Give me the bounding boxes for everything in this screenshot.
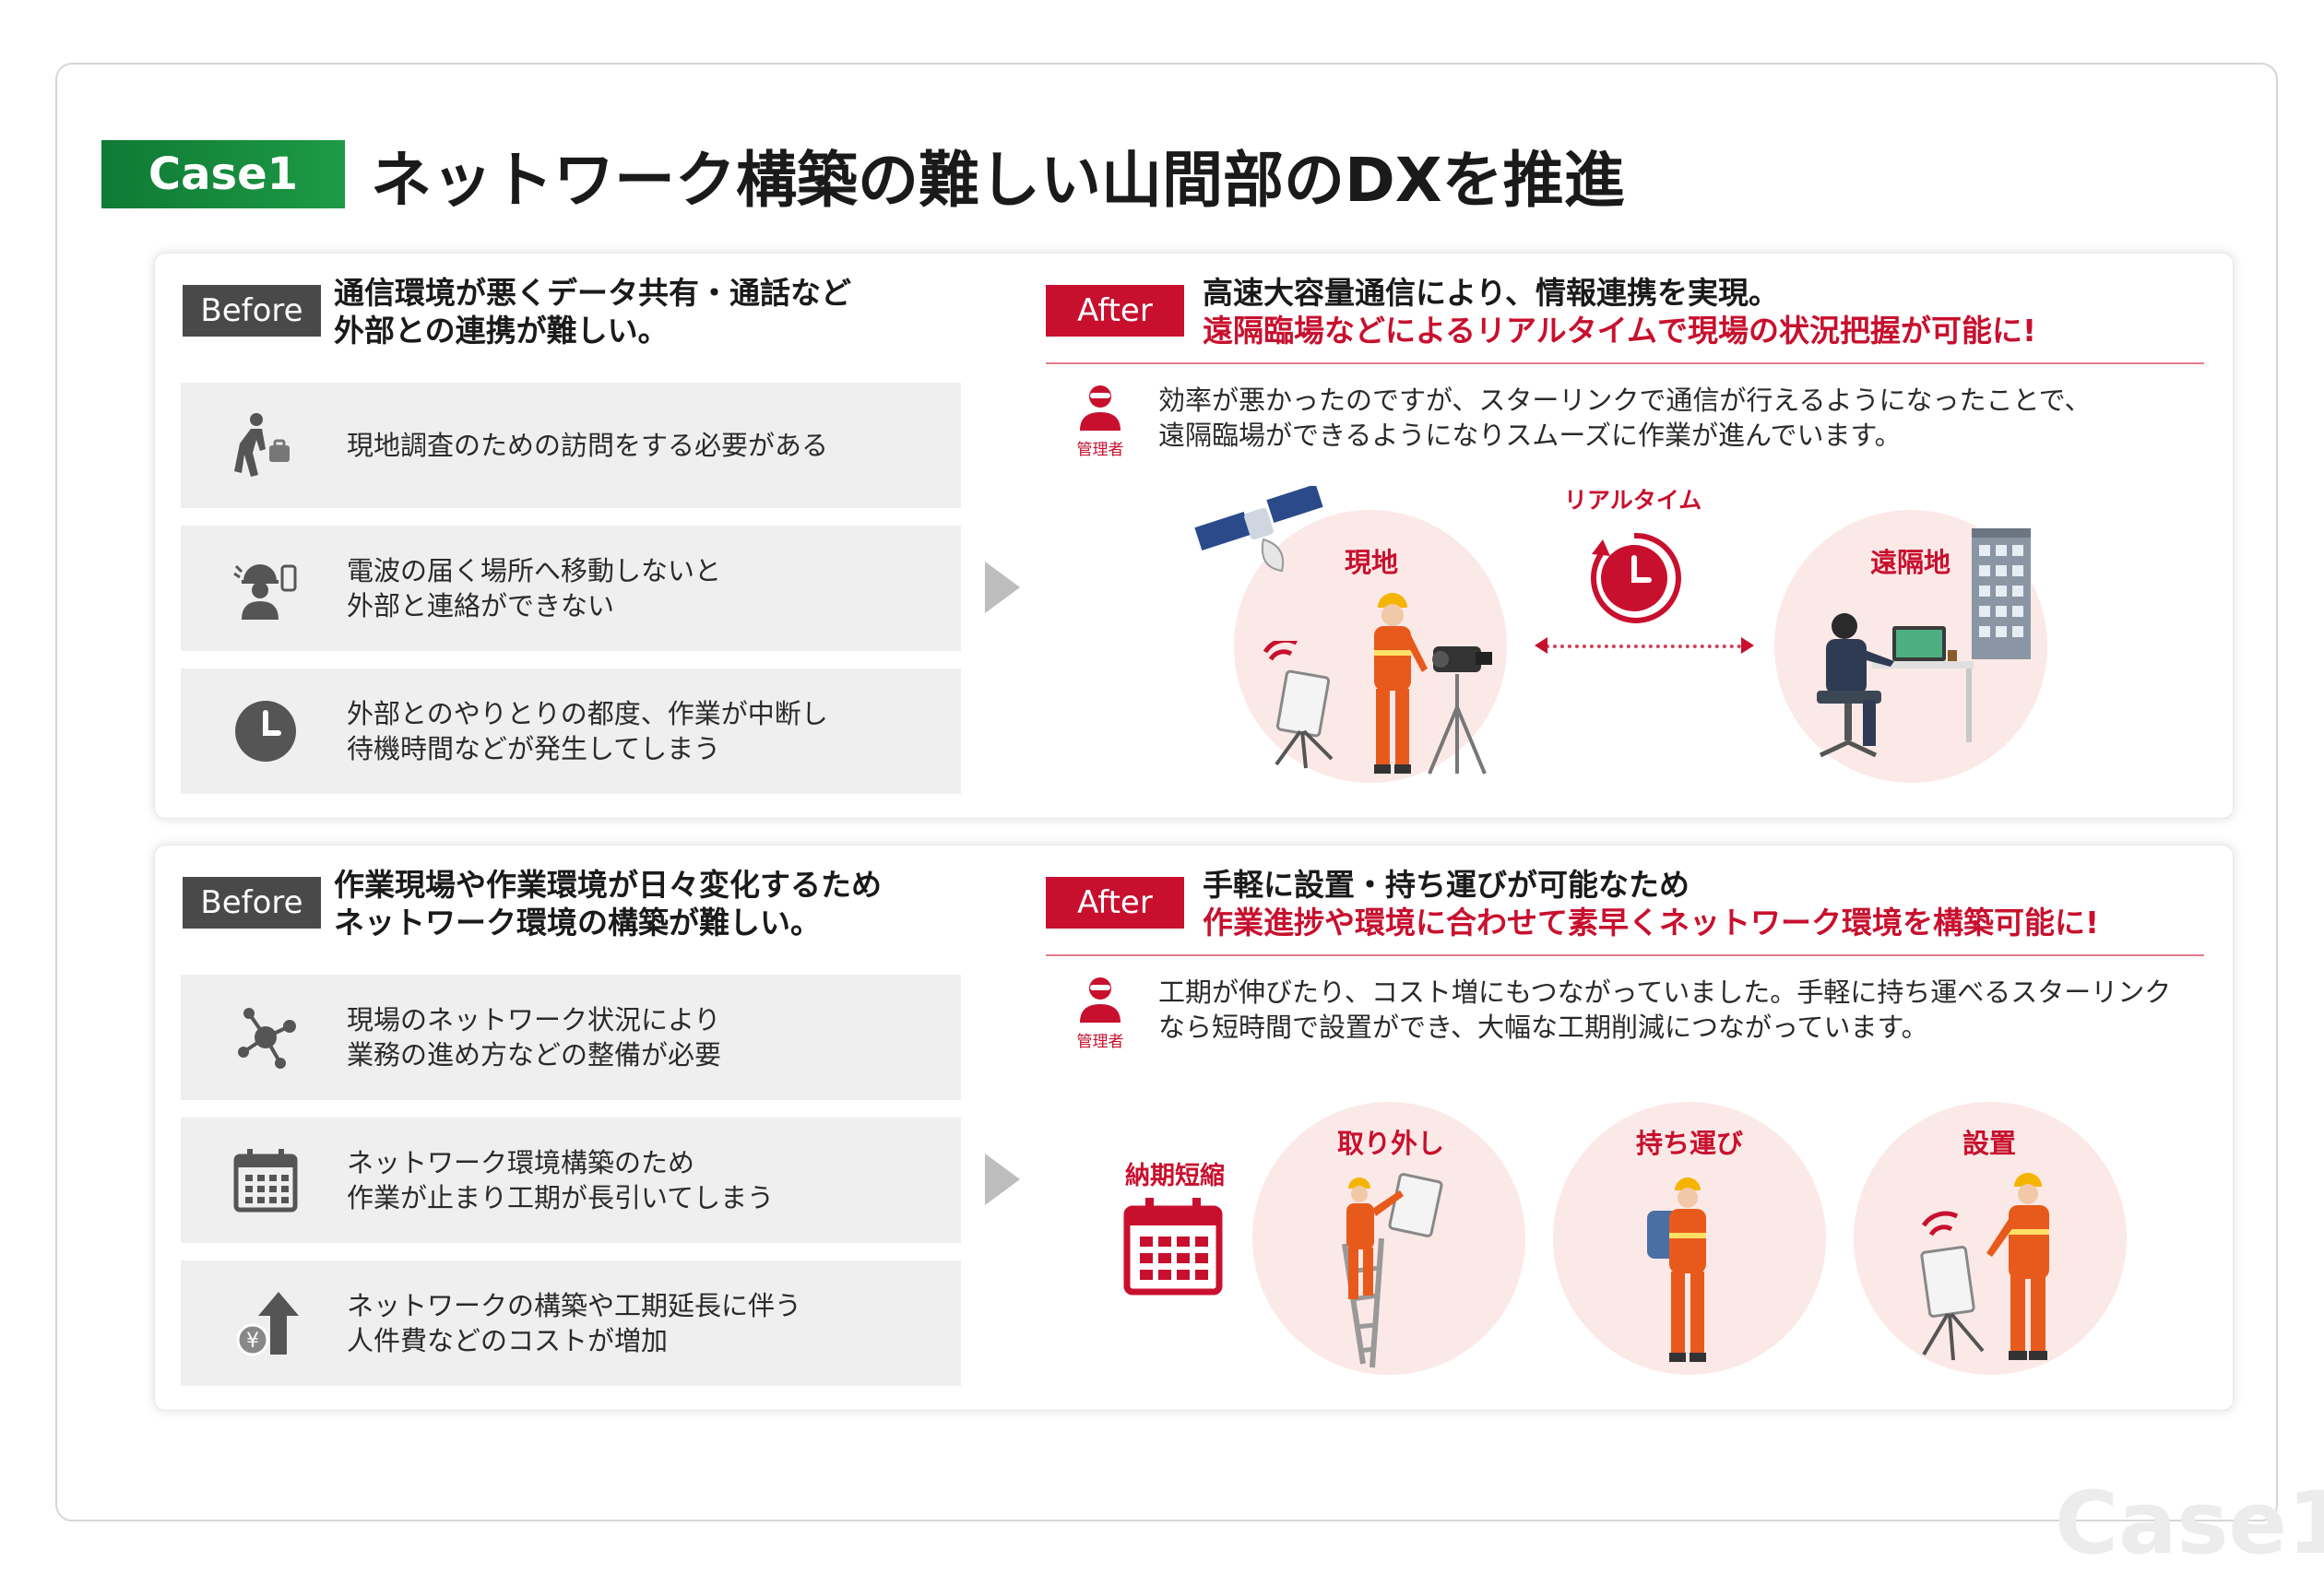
connection-dots bbox=[1538, 645, 1741, 648]
office-building-icon bbox=[1972, 528, 2031, 659]
divider bbox=[1046, 954, 2204, 956]
before-item-text: 電波の届く場所へ移動しないと 外部と連絡ができない bbox=[347, 526, 721, 651]
manager-icon bbox=[1080, 977, 1120, 1023]
camera-tripod-icon bbox=[1428, 646, 1492, 775]
install-circle bbox=[1854, 1102, 2127, 1375]
walking-person-icon bbox=[234, 413, 290, 477]
realtime-label: リアルタイム bbox=[1564, 487, 1702, 514]
remove-circle bbox=[1252, 1102, 1525, 1375]
manager-quote: 工期が伸びたり、コスト増にもつながっていました。手軽に持ち運べるスターリンク な… bbox=[1158, 975, 2171, 1045]
divider bbox=[1046, 362, 2204, 364]
before-heading-line: 通信環境が悪くデータ共有・通話など bbox=[334, 275, 851, 311]
before-item: 現地調査のための訪問をする必要がある bbox=[181, 383, 961, 508]
triangle-arrow-icon bbox=[985, 1154, 1020, 1205]
manager-quote: 効率が悪かったのですが、スターリンクで通信が行えるようになったことで、 遠隔臨場… bbox=[1158, 383, 2092, 453]
before-item-text: ネットワーク環境構築のため 作業が止まり工期が長引いてしまう bbox=[347, 1118, 774, 1243]
before-item: ネットワーク環境構築のため 作業が止まり工期が長引いてしまう bbox=[181, 1118, 961, 1243]
calendar-red-icon bbox=[1123, 1198, 1223, 1296]
before-item: ¥ ネットワークの構築や工期延長に伴う 人件費などのコストが増加 bbox=[181, 1260, 961, 1386]
case-watermark: Case1 bbox=[2055, 1473, 2324, 1574]
before-item-text: 現場のネットワーク状況により 業務の進め方などの整備が必要 bbox=[347, 975, 721, 1100]
install-worker-figure bbox=[1920, 1173, 2049, 1361]
before-heading: 作業現場や作業環境が日々変化するため ネットワーク環境の構築が難しい。 bbox=[334, 866, 882, 941]
before-item-text: ネットワークの構築や工期延長に伴う 人件費などのコストが増加 bbox=[347, 1260, 801, 1386]
before-tag: Before bbox=[183, 285, 321, 337]
card-frame bbox=[55, 63, 2278, 1521]
quote-line: 遠隔臨場ができるようになりスムーズに作業が進んでいます。 bbox=[1158, 420, 1902, 451]
quote-line: なら短時間で設置ができ、大幅な工期削減につながっています。 bbox=[1158, 1012, 1928, 1043]
network-nodes-icon bbox=[238, 1008, 296, 1069]
site-worker-figure bbox=[1374, 593, 1428, 774]
after-heading-line: 高速大容量通信により、情報連携を実現。 bbox=[1203, 275, 1780, 311]
section-network-setup: Before 作業現場や作業環境が日々変化するため ネットワーク環境の構築が難し… bbox=[154, 845, 2234, 1411]
remove-worker-figure bbox=[1342, 1173, 1443, 1368]
item-line: 人件費などのコストが増加 bbox=[347, 1325, 669, 1356]
item-line: 待機時間などが発生してしまう bbox=[347, 733, 721, 764]
quote-line: 工期が伸びたり、コスト増にもつながっていました。手軽に持ち運べるスターリンク bbox=[1158, 976, 2172, 1008]
manager-badge: 管理者 bbox=[1068, 975, 1132, 1051]
item-line: 業務の進め方などの整備が必要 bbox=[347, 1039, 722, 1071]
item-line: 電波の届く場所へ移動しないと bbox=[347, 555, 722, 586]
after-tag: After bbox=[1046, 877, 1184, 929]
carry-label: 持ち運び bbox=[1636, 1128, 1744, 1159]
remove-label: 取り外し bbox=[1337, 1128, 1445, 1159]
left-arrowhead-icon bbox=[1535, 637, 1547, 654]
quote-line: 効率が悪かったのですが、スターリンクで通信が行えるようになったことで、 bbox=[1158, 385, 2092, 416]
starlink-dish-icon bbox=[1263, 641, 1334, 769]
realtime-clock-icon bbox=[1590, 532, 1681, 623]
install-label: 設置 bbox=[1962, 1128, 2017, 1159]
manager-label: 管理者 bbox=[1076, 441, 1124, 459]
remote-worker-desk-figure bbox=[1817, 613, 1974, 758]
manager-label: 管理者 bbox=[1076, 1033, 1124, 1051]
carry-worker-figure bbox=[1647, 1178, 1706, 1362]
worker-phone-icon bbox=[233, 564, 297, 620]
item-line: 現場のネットワーク状況により bbox=[347, 1004, 721, 1036]
manager-badge: 管理者 bbox=[1068, 383, 1132, 459]
before-item-text: 外部とのやりとりの都度、作業が中断し 待機時間などが発生してしまう bbox=[347, 669, 828, 794]
after-heading-highlight: 遠隔臨場などによるリアルタイムで現場の状況把握が可能に! bbox=[1203, 313, 2037, 349]
section-communication: Before 通信環境が悪くデータ共有・通話など 外部との連携が難しい。 現地調… bbox=[154, 253, 2234, 819]
remote-label: 遠隔地 bbox=[1870, 547, 1951, 578]
before-heading-line: 外部との連携が難しい。 bbox=[334, 313, 669, 349]
shorten-label: 納期短縮 bbox=[1125, 1162, 1225, 1190]
after-tag: After bbox=[1046, 285, 1184, 337]
item-line: ネットワークの構築や工期延長に伴う bbox=[347, 1290, 802, 1321]
before-item-text: 現地調査のための訪問をする必要がある bbox=[347, 383, 828, 508]
case-tag: Case1 bbox=[101, 140, 345, 208]
after-heading: 高速大容量通信により、情報連携を実現。 遠隔臨場などによるリアルタイムで現場の状… bbox=[1203, 274, 2036, 349]
before-item: 外部とのやりとりの都度、作業が中断し 待機時間などが発生してしまう bbox=[181, 669, 961, 794]
yen-symbol: ¥ bbox=[246, 1330, 259, 1353]
after-heading-highlight: 作業進捗や環境に合わせて素早くネットワーク環境を構築可能に! bbox=[1203, 905, 2100, 941]
right-arrowhead-icon bbox=[1741, 637, 1754, 654]
page-title: ネットワーク構築の難しい山間部のDXを推進 bbox=[371, 145, 1625, 216]
before-heading: 通信環境が悪くデータ共有・通話など 外部との連携が難しい。 bbox=[334, 274, 851, 349]
after-heading-line: 手軽に設置・持ち運びが可能なため bbox=[1203, 867, 1690, 903]
satellite-icon bbox=[1194, 486, 1323, 573]
item-line: 現地調査のための訪問をする必要がある bbox=[347, 430, 829, 461]
cost-up-icon: ¥ bbox=[236, 1292, 299, 1356]
triangle-arrow-icon bbox=[985, 562, 1020, 613]
before-item: 電波の届く場所へ移動しないと 外部と連絡ができない bbox=[181, 526, 961, 651]
before-heading-line: 作業現場や作業環境が日々変化するため bbox=[334, 867, 882, 903]
before-heading-line: ネットワーク環境の構築が難しい。 bbox=[334, 905, 821, 941]
item-line: ネットワーク環境構築のため bbox=[347, 1147, 695, 1178]
clock-icon bbox=[235, 701, 296, 762]
before-tag: Before bbox=[183, 877, 321, 929]
site-label: 現地 bbox=[1345, 547, 1399, 578]
item-line: 作業が止まり工期が長引いてしまう bbox=[347, 1182, 775, 1213]
manager-icon bbox=[1080, 385, 1120, 431]
calendar-icon bbox=[233, 1149, 298, 1213]
item-line: 外部と連絡ができない bbox=[347, 590, 615, 621]
item-line: 外部とのやりとりの都度、作業が中断し bbox=[347, 698, 828, 729]
after-heading: 手軽に設置・持ち運びが可能なため 作業進捗や環境に合わせて素早くネットワーク環境… bbox=[1203, 866, 2099, 941]
before-item: 現場のネットワーク状況により 業務の進め方などの整備が必要 bbox=[181, 975, 961, 1100]
